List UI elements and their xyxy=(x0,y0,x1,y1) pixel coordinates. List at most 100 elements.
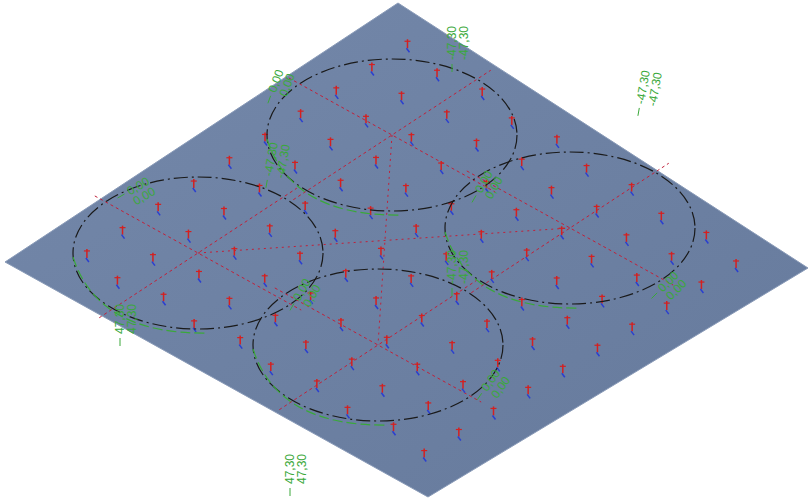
support-symbol xyxy=(559,226,565,239)
support-symbol xyxy=(120,226,126,239)
support-symbol xyxy=(84,249,90,262)
support-symbol xyxy=(698,280,704,293)
support-symbol xyxy=(564,316,570,329)
support-symbol xyxy=(629,322,635,335)
value-tick xyxy=(118,194,125,198)
support-symbol xyxy=(272,313,278,326)
support-symbol xyxy=(629,183,635,196)
value-label: -47,30 xyxy=(458,250,470,284)
support-symbol xyxy=(345,405,351,418)
support-symbol xyxy=(155,202,161,215)
value-label: 47,30 xyxy=(114,304,126,334)
support-symbol xyxy=(444,110,450,123)
support-symbol xyxy=(349,357,355,370)
support-symbol xyxy=(589,254,595,267)
support-symbol xyxy=(292,160,298,173)
support-symbol xyxy=(530,337,536,350)
support-symbol xyxy=(484,319,490,332)
support-symbol xyxy=(114,276,120,289)
tank-ring xyxy=(73,177,323,333)
support-symbol xyxy=(491,406,497,419)
value-tick xyxy=(452,288,453,296)
support-symbol xyxy=(262,274,268,287)
support-symbol xyxy=(703,230,709,243)
support-symbol xyxy=(548,186,554,199)
value-tick xyxy=(472,195,476,202)
support-symbol xyxy=(297,251,303,264)
value-tick xyxy=(266,180,267,188)
support-symbol xyxy=(438,161,444,174)
support-symbol xyxy=(363,114,369,127)
support-symbol xyxy=(373,296,379,309)
support-symbol xyxy=(161,292,167,305)
support-symbol xyxy=(524,248,530,261)
support-symbol xyxy=(408,274,414,287)
value-tick xyxy=(638,108,639,116)
support-symbol xyxy=(267,224,273,237)
value-label: 47,30 xyxy=(284,454,296,484)
support-symbol xyxy=(378,246,384,259)
support-symbol xyxy=(226,156,232,169)
support-symbol xyxy=(332,229,338,242)
value-label: -47,30 xyxy=(458,26,470,60)
support-symbol xyxy=(658,211,664,224)
value-label: -47,30 xyxy=(446,250,458,284)
support-symbol xyxy=(390,422,396,435)
support-symbol xyxy=(733,259,739,272)
support-symbol xyxy=(664,301,670,314)
support-symbol xyxy=(268,362,274,375)
support-symbol xyxy=(434,68,440,81)
support-symbol xyxy=(403,184,409,197)
support-symbol xyxy=(384,335,390,348)
support-symbol xyxy=(525,385,531,398)
support-symbol xyxy=(256,183,262,196)
support-symbol xyxy=(185,230,191,243)
support-symbol xyxy=(519,298,525,311)
tank-ring xyxy=(253,269,503,425)
support-symbol xyxy=(413,224,419,237)
support-symbol xyxy=(303,340,309,353)
value-tick xyxy=(652,293,658,299)
support-symbol xyxy=(333,86,339,99)
value-ticks xyxy=(118,64,658,496)
support-symbol xyxy=(479,87,485,100)
support-symbol xyxy=(196,269,202,282)
value-label: -47,30 xyxy=(446,26,458,60)
support-symbol xyxy=(554,276,560,289)
support-symbol xyxy=(554,135,560,148)
support-symbol xyxy=(623,233,629,246)
value-tick xyxy=(120,338,121,346)
value-tick xyxy=(477,393,482,400)
support-symbol xyxy=(594,343,600,356)
support-symbol xyxy=(560,364,566,377)
axis-lines xyxy=(95,70,673,410)
support-symbol xyxy=(594,204,600,217)
support-symbol xyxy=(584,164,590,177)
value-tick xyxy=(268,96,271,104)
value-tick xyxy=(290,303,294,310)
support-symbol xyxy=(150,253,156,266)
tank-rings xyxy=(73,59,695,425)
support-symbol xyxy=(314,379,320,392)
support-symbol xyxy=(669,252,675,265)
support-symbol xyxy=(449,341,455,354)
support-symbols xyxy=(84,39,739,461)
support-symbol xyxy=(302,201,308,214)
plate-surface xyxy=(5,3,808,497)
value-label: 47,30 xyxy=(126,304,138,334)
support-symbol xyxy=(327,137,333,150)
support-symbol xyxy=(421,449,427,462)
support-symbol xyxy=(404,39,410,52)
support-symbol xyxy=(338,318,344,331)
support-symbol xyxy=(489,270,495,283)
support-symbol xyxy=(368,206,374,219)
support-symbol xyxy=(231,247,237,260)
support-symbol xyxy=(513,208,519,221)
support-symbol xyxy=(221,207,227,220)
support-symbol xyxy=(298,109,304,122)
value-tick xyxy=(290,488,291,496)
support-symbol xyxy=(454,292,460,305)
support-symbol xyxy=(414,362,420,375)
support-symbol xyxy=(369,63,375,76)
